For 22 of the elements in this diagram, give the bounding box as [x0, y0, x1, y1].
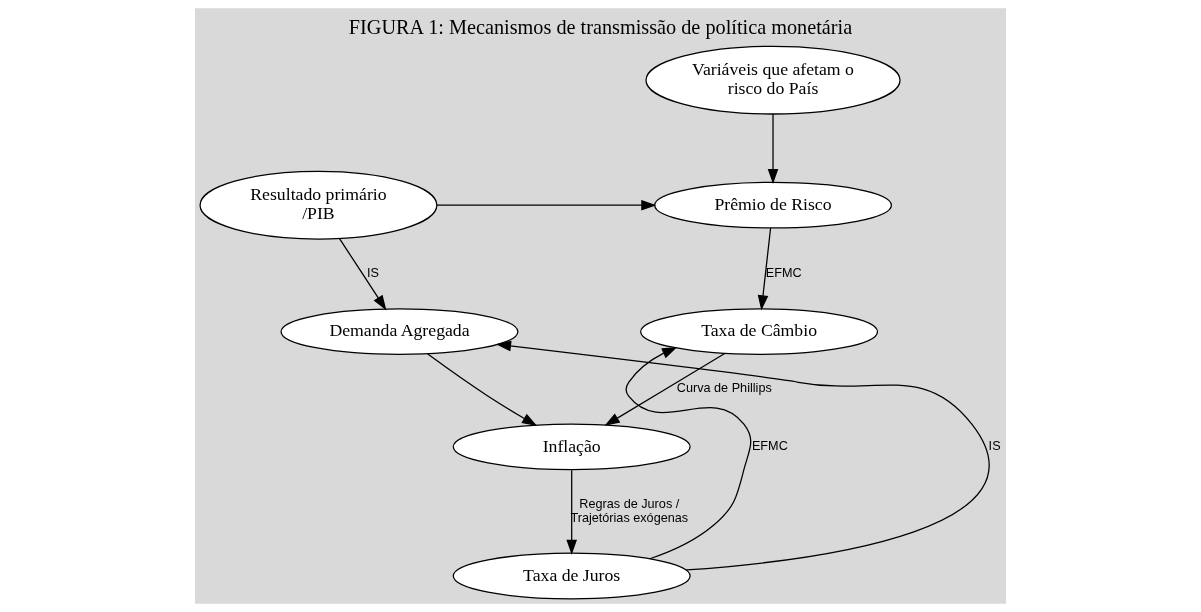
arrow	[625, 347, 752, 560]
node-ellipse: Taxa de Câmbio	[640, 308, 879, 356]
node-ellipse: Demanda Agregada	[280, 308, 519, 356]
arrow	[495, 340, 990, 571]
diagram-title: FIGURA 1: Mecanismos de transmissão de política monetária	[348, 16, 853, 39]
edge-label: EFMC	[751, 439, 788, 454]
arrow	[436, 199, 657, 211]
edge-label: IS	[988, 439, 1001, 454]
arrow	[566, 469, 578, 555]
node-ellipse: Inflação	[452, 423, 691, 471]
arrow	[338, 238, 387, 311]
edge-label: IS	[366, 266, 379, 281]
edge-label: EFMC	[765, 266, 802, 281]
node-ellipse: Variáveis que afetam o risco do País	[645, 45, 901, 115]
arrow	[427, 353, 538, 427]
node-ellipse: Resultado primário /PIB	[199, 170, 438, 240]
arrow	[757, 227, 772, 311]
arrow	[604, 352, 726, 426]
node-ellipse: Taxa de Juros	[452, 552, 691, 600]
node-ellipse: Prêmio de Risco	[654, 181, 893, 229]
arrow	[767, 113, 779, 185]
edge-label: Curva de Phillips	[676, 381, 772, 396]
